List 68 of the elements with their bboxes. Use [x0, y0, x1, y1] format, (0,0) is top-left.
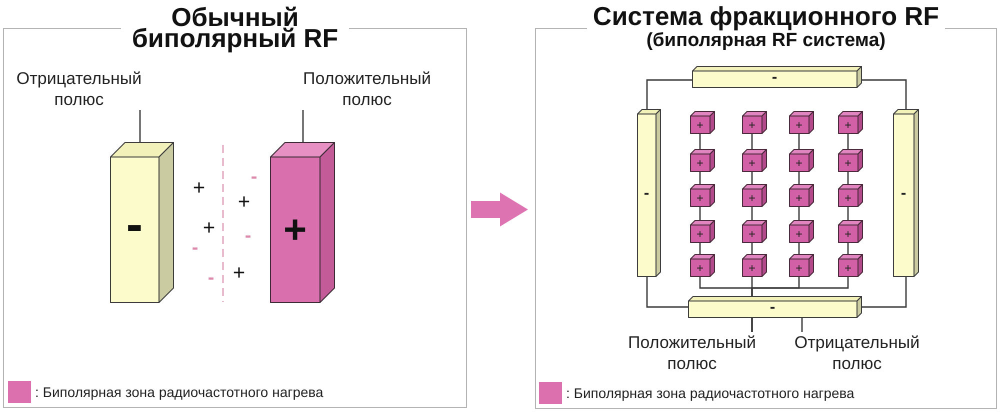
connector-line: [751, 207, 753, 220]
polarity-sign: -: [900, 186, 906, 202]
polarity-sign: +: [844, 192, 852, 204]
polarity-sign: +: [844, 119, 852, 131]
polarity-sign: +: [844, 157, 852, 169]
polarity-sign: -: [126, 199, 143, 249]
charge-sign: +: [202, 218, 216, 238]
charge-sign: -: [250, 168, 258, 186]
legend-text: : Биполярная зона радиочастотного нагрева: [566, 385, 854, 401]
polarity-sign: +: [696, 228, 704, 240]
pole-label: Положительный полюс: [622, 332, 762, 374]
charge-sign: +: [232, 262, 246, 284]
pole-label: Положительный полюс: [299, 68, 435, 110]
charge-sign: +: [192, 178, 206, 198]
connector-line: [798, 134, 800, 149]
polarity-sign: +: [696, 119, 704, 131]
diagram-panel: [535, 3, 997, 409]
polarity-sign: +: [844, 228, 852, 240]
connector-line: [862, 79, 907, 109]
polarity-sign: +: [696, 192, 704, 204]
leader-line: [801, 318, 803, 332]
connector-line: [798, 243, 800, 254]
connector-line: [847, 207, 849, 220]
polarity-sign: +: [283, 210, 307, 250]
connector-line: [798, 207, 800, 220]
connector-line: [798, 172, 800, 184]
charge-sign: -: [244, 226, 252, 246]
charge-sign: -: [208, 268, 214, 288]
legend-text: : Биполярная зона радиочастотного нагрева: [35, 384, 324, 400]
block-arrow: [471, 192, 528, 226]
polarity-sign: +: [696, 262, 704, 274]
charge-sign: +: [238, 192, 250, 212]
polarity-sign: -: [644, 186, 650, 202]
polarity-sign: +: [796, 192, 802, 204]
leader-line: [302, 110, 304, 142]
polarity-sign: +: [748, 228, 756, 240]
connector-line: [847, 243, 849, 254]
connector-line: [699, 172, 701, 184]
connector-line: [751, 243, 753, 254]
connector-line: [646, 277, 688, 308]
pole-label: Отрицательный полюс: [787, 332, 927, 374]
connector-line: [751, 172, 753, 184]
polarity-sign: +: [796, 157, 802, 169]
panel-subtitle: (биполярная RF система): [646, 31, 886, 51]
connector-line: [699, 134, 701, 149]
pole-label: Отрицательный полюс: [12, 68, 146, 110]
polarity-sign: +: [748, 119, 756, 131]
connector-line: [699, 243, 701, 254]
leader-line: [139, 110, 141, 142]
polarity-sign: +: [748, 157, 756, 169]
polarity-sign: +: [796, 119, 802, 131]
polarity-sign: +: [796, 262, 802, 274]
connector-line: [847, 172, 849, 184]
polarity-sign: +: [748, 192, 756, 204]
connector-line: [862, 277, 907, 308]
polarity-sign: -: [770, 300, 776, 316]
polarity-sign: +: [748, 262, 756, 274]
connector-line: [699, 207, 701, 220]
polarity-sign: +: [844, 262, 852, 274]
polarity-sign: +: [796, 228, 802, 240]
connector-line: [646, 79, 692, 109]
connector-line: [847, 134, 849, 149]
connector-line: [751, 134, 753, 149]
polarity-sign: +: [696, 157, 704, 169]
diagram-panel: [3, 7, 467, 408]
panel-title: Система фракционного RF: [586, 3, 946, 29]
polarity-sign: -: [772, 70, 778, 86]
charge-sign: -: [192, 238, 198, 258]
